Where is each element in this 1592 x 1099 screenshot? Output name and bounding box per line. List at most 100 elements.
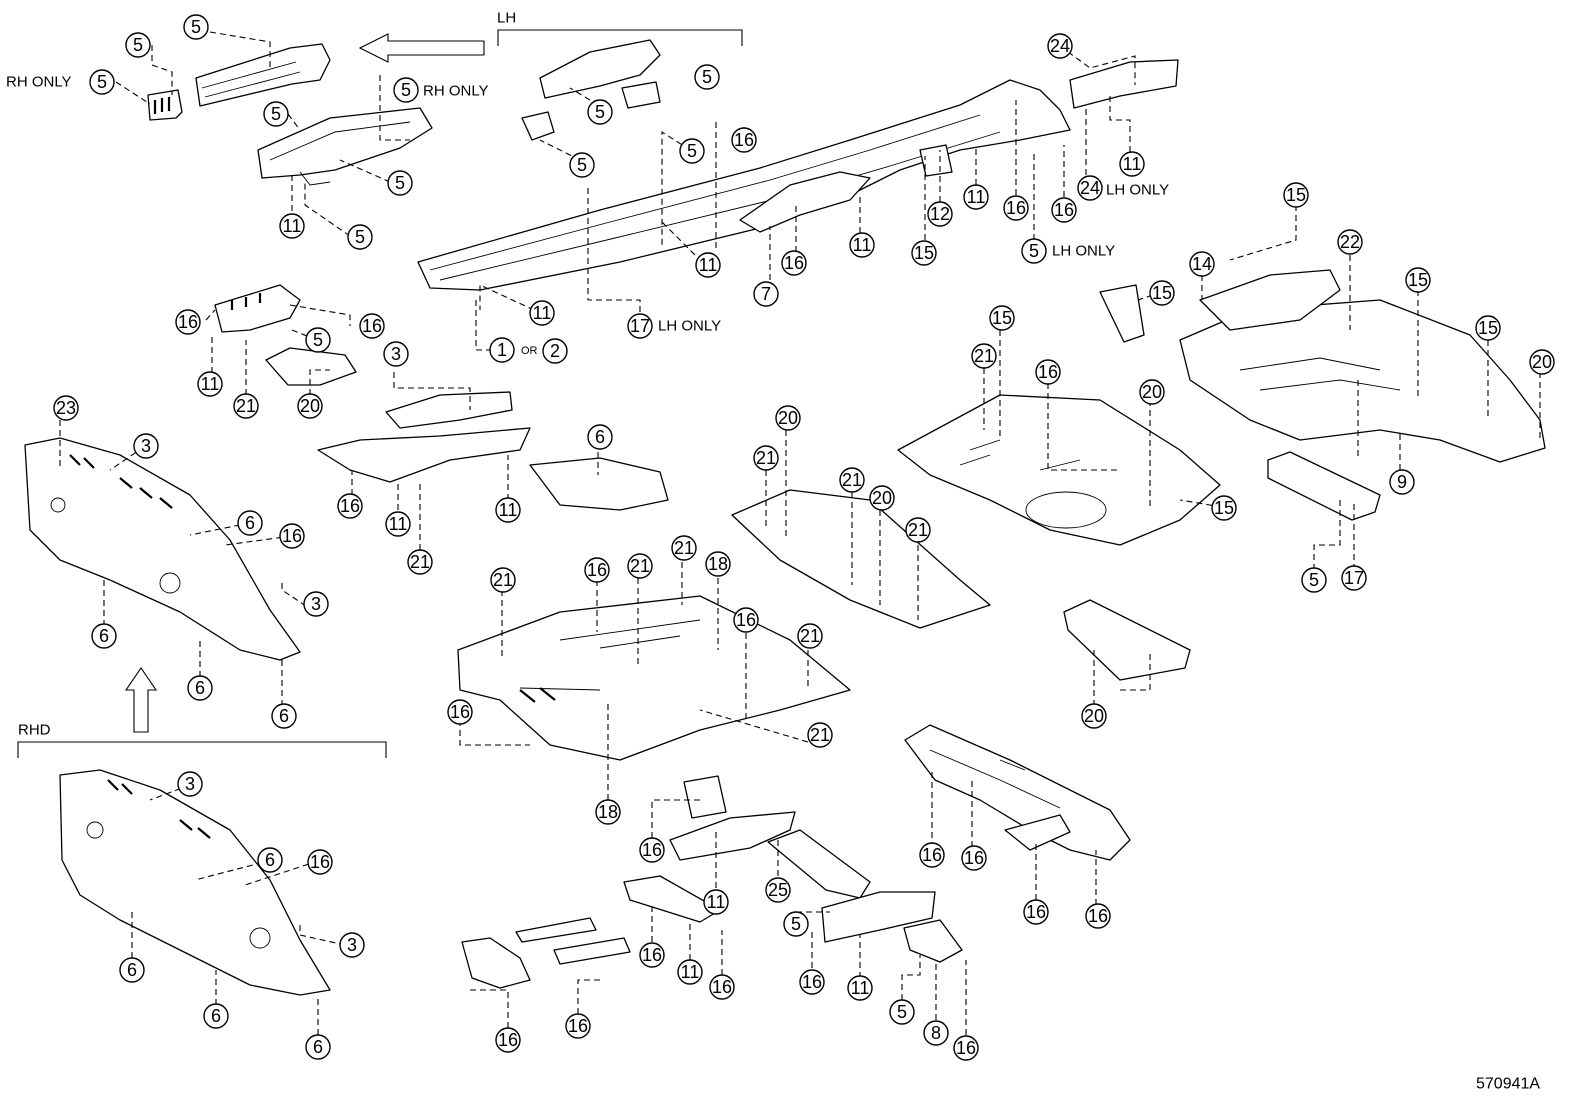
- callout-number: 18: [598, 802, 618, 822]
- callout-20: 20: [1529, 349, 1555, 375]
- callout-5: 5: [347, 224, 373, 250]
- callout-number: 6: [313, 1037, 323, 1057]
- callout-circle: [847, 975, 873, 1001]
- callout-number: 15: [1408, 270, 1428, 290]
- callout-number: 15: [914, 243, 934, 263]
- callout-circle: [671, 535, 697, 561]
- callout-6: 6: [257, 847, 283, 873]
- callout-number: 6: [127, 960, 137, 980]
- callout-24: 24: [1047, 33, 1073, 59]
- callout-number: 20: [1532, 352, 1552, 372]
- callout-number: 16: [712, 977, 732, 997]
- callout-15: 15: [989, 305, 1015, 331]
- callout-number: 11: [853, 235, 872, 255]
- callout-number: 15: [992, 308, 1012, 328]
- part-rh-bracket: [147, 89, 183, 121]
- callout-circle: [679, 138, 705, 164]
- callout-number: 16: [1038, 362, 1058, 382]
- callout-circle: [731, 127, 757, 153]
- callout-number: 8: [931, 1023, 941, 1043]
- callout-circle: [529, 300, 555, 326]
- callout-16: 16: [279, 523, 305, 549]
- part-floor-mat-panel: [731, 489, 991, 629]
- callout-15: 15: [1475, 315, 1501, 341]
- lh-group-bracket: [497, 29, 743, 46]
- part-rear-crossmember: [1063, 451, 1381, 681]
- callout-circle: [911, 240, 937, 266]
- callout-number: 3: [311, 594, 321, 614]
- callout-circle: [125, 32, 151, 58]
- callout-16: 16: [1085, 903, 1111, 929]
- callout-number: 16: [642, 945, 662, 965]
- callout-21: 21: [971, 343, 997, 369]
- callout-16: 16: [584, 557, 610, 583]
- callout-5: 5: [125, 32, 151, 58]
- callout-16: 16: [1051, 197, 1077, 223]
- callout-11: 11: [677, 959, 703, 985]
- callout-circle: [639, 837, 665, 863]
- callout-14: 14: [1189, 251, 1215, 277]
- callout-22: 22: [1337, 229, 1363, 255]
- callout-number: 16: [964, 848, 984, 868]
- callout-circle: [639, 942, 665, 968]
- callout-3: 3: [303, 591, 329, 617]
- part-rear-frame-extension: [904, 724, 1131, 861]
- callout-5: 5: [263, 101, 289, 127]
- callout-number: 6: [595, 427, 605, 447]
- callout-number: 5: [355, 227, 365, 247]
- leader-lines: [59, 31, 1541, 1045]
- callout-21: 21: [753, 445, 779, 471]
- callout-circle: [961, 845, 987, 871]
- callout-number: 20: [872, 488, 892, 508]
- callout-circle: [263, 101, 289, 127]
- callout-circle: [889, 999, 915, 1025]
- callout-number: 6: [195, 678, 205, 698]
- callout-21: 21: [490, 567, 516, 593]
- callout-number: 16: [498, 1030, 518, 1050]
- callout-11: 11: [849, 232, 875, 258]
- callout-circle: [753, 445, 779, 471]
- callout-6: 6: [271, 703, 297, 729]
- callout-11: 11: [963, 184, 989, 210]
- callout-number: 5: [395, 173, 405, 193]
- callout-18: 18: [705, 551, 731, 577]
- callout-2: 2: [542, 338, 568, 364]
- callout-16: 16: [781, 250, 807, 276]
- callout-circle: [799, 969, 825, 995]
- callout-circle: [490, 567, 516, 593]
- part-shapes: [24, 39, 1546, 996]
- callout-21: 21: [807, 722, 833, 748]
- callout-circle: [781, 250, 807, 276]
- callout-circle: [359, 313, 385, 339]
- callout-circle: [783, 911, 809, 937]
- callout-circle: [1077, 175, 1103, 201]
- callout-9: 9: [1389, 469, 1415, 495]
- callout-number: 5: [791, 914, 801, 934]
- callout-number: 14: [1192, 254, 1212, 274]
- callout-circle: [133, 433, 159, 459]
- callout-circle: [1301, 567, 1327, 593]
- callout-16: 16: [731, 127, 757, 153]
- callout-number: 24: [1080, 178, 1100, 198]
- callout-circle: [1023, 899, 1049, 925]
- part-dash-panel-lhd: [24, 437, 301, 661]
- callout-number: 5: [1029, 241, 1039, 261]
- callout-circle: [1085, 903, 1111, 929]
- callout-5: 5: [679, 138, 705, 164]
- callout-5: 5: [183, 14, 209, 40]
- callout-number: 23: [56, 398, 76, 418]
- callout-circle: [753, 281, 779, 307]
- callout-circle: [187, 675, 213, 701]
- callout-circle: [1475, 315, 1501, 341]
- callout-circle: [305, 1034, 331, 1060]
- callout-circle: [1341, 565, 1367, 591]
- callout-circle: [1003, 195, 1029, 221]
- callout-circle: [587, 99, 613, 125]
- callout-17: 17: [1341, 565, 1367, 591]
- callout-circle: [203, 1003, 229, 1029]
- callout-number: 24: [1050, 36, 1070, 56]
- callout-circle: [927, 201, 953, 227]
- callout-number: 16: [178, 312, 198, 332]
- callout-15: 15: [1211, 495, 1237, 521]
- callout-7: 7: [753, 281, 779, 307]
